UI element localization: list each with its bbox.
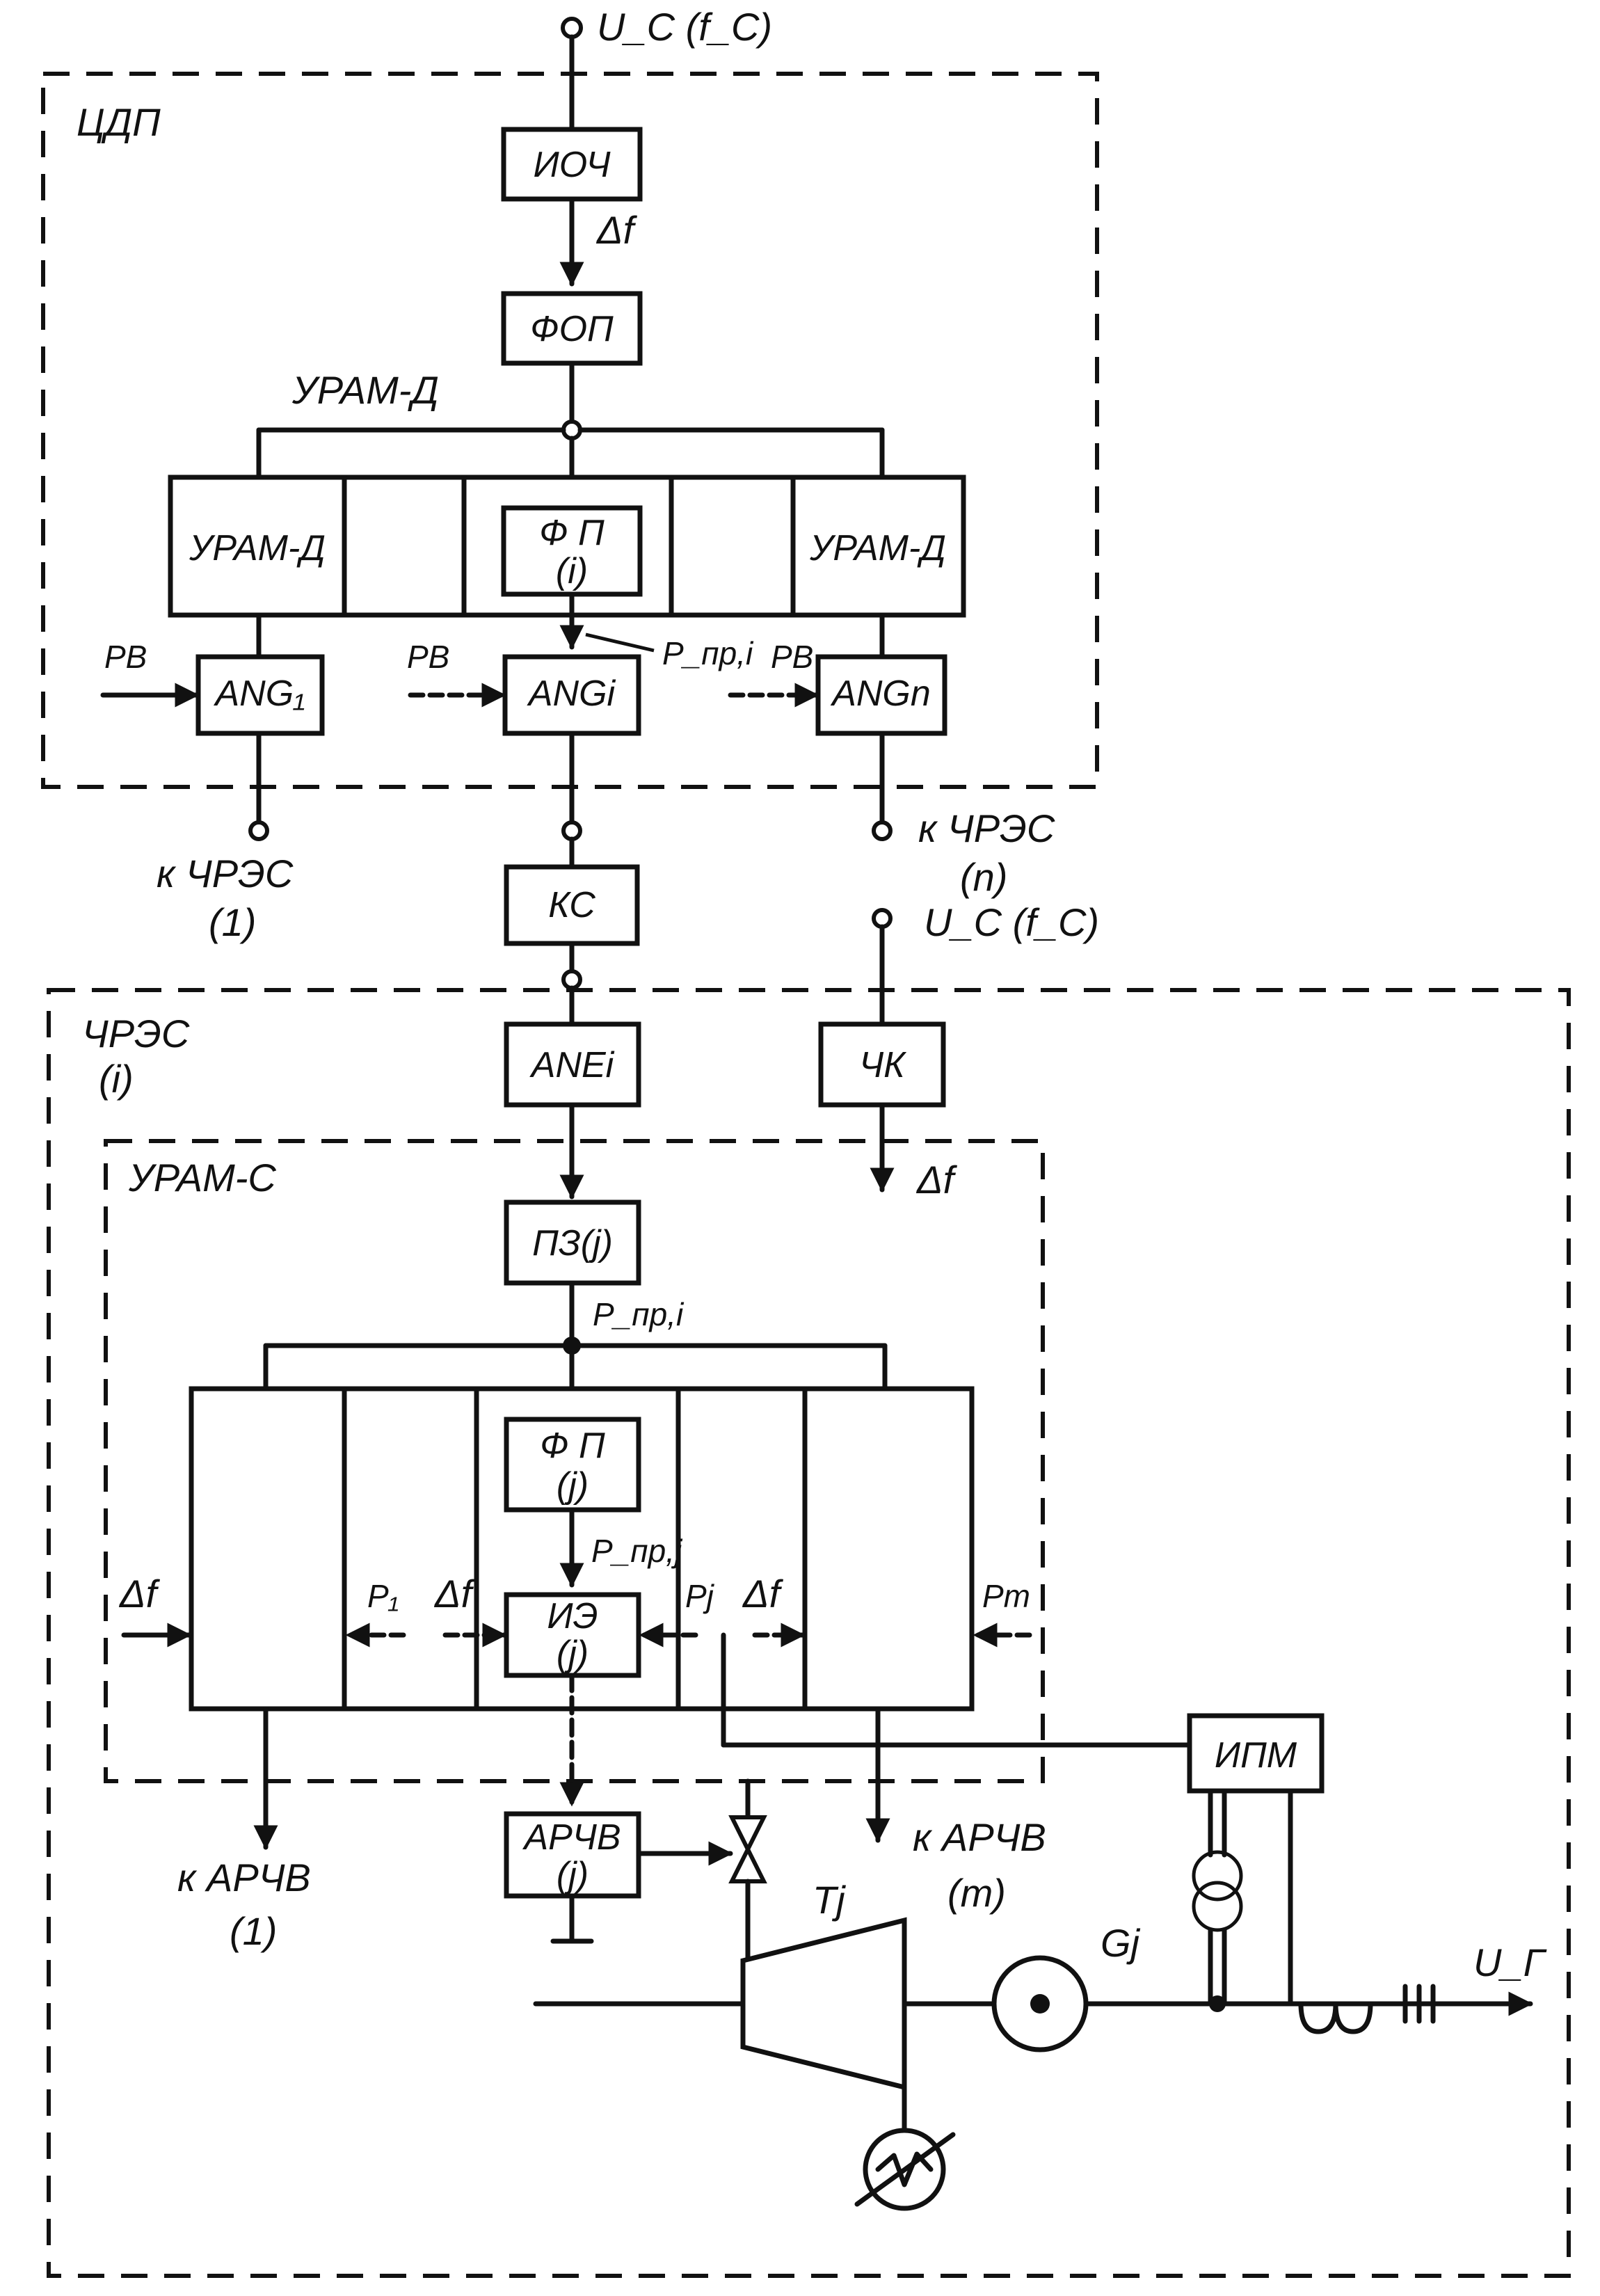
pv-i-label: РВ: [407, 639, 449, 675]
archv-j-label-line2: (j): [557, 1855, 589, 1895]
chres-label-line1: ЧРЭС: [82, 1012, 190, 1055]
archv-j-box: [504, 1811, 641, 1899]
input-terminal-mid: [872, 908, 893, 929]
ks-box: [504, 864, 640, 946]
delta-f-mid1-label: Δf: [433, 1572, 476, 1616]
p-1-label: P₁: [367, 1578, 399, 1614]
uram-d-top-label: УРАМ-Д: [291, 368, 439, 412]
ang-i-label: ANGi: [527, 673, 616, 714]
p-j-label: Pj: [685, 1578, 715, 1614]
uram-d-right-label: УРАМ-Д: [809, 528, 946, 568]
bus-node-upper: [561, 420, 582, 440]
fp-j-label-line1: Ф П: [540, 1426, 605, 1466]
instrument-transformer-upper: [1192, 1850, 1243, 1902]
chk-label: ЧК: [859, 1045, 907, 1085]
terminal-ks-in: [561, 820, 582, 841]
p-pr-i-top-label: P_пр,i: [662, 635, 754, 671]
u-g-label: U_Г: [1473, 1940, 1547, 1984]
control-valve-icon: [728, 1815, 767, 1854]
k-chres-1-line2: (1): [209, 900, 256, 944]
delta-f-left-label: Δf: [118, 1572, 161, 1616]
pv-1-label: РВ: [104, 639, 147, 675]
cdp-label: ЦДП: [77, 100, 161, 144]
delta-f-right-label: Δf: [915, 1158, 958, 1202]
pz-j-box: [504, 1199, 641, 1286]
archv-j-label-line1: АРЧВ: [522, 1817, 621, 1858]
ang-1-label: ANG₁: [213, 673, 305, 714]
iz-j-label-line1: ИЭ: [547, 1596, 598, 1636]
ang-i-box: [502, 654, 641, 736]
ipm-box: [1187, 1713, 1325, 1794]
k-chres-1-line1: к ЧРЭС: [157, 852, 294, 895]
generator-label: Gj: [1101, 1921, 1141, 1965]
k-archv-1-line1: к АРЧВ: [177, 1856, 311, 1899]
fp-i-box: [501, 505, 643, 597]
p-pr-j-label: P_пр,j: [591, 1533, 683, 1569]
input-terminal-top: [561, 17, 583, 39]
turbine-icon: [740, 1917, 907, 2091]
iz-j-label-line2: (j): [557, 1634, 589, 1674]
ang-1-box: [195, 654, 325, 736]
k-archv-m-line2: (m): [947, 1871, 1006, 1915]
uram-s-label: УРАМ-С: [128, 1156, 276, 1199]
terminal-chres-n: [872, 820, 893, 841]
p-pr-i-bus-label: P_пр,i: [593, 1296, 685, 1332]
uc-fc-top-label: U_C (f_C): [597, 5, 772, 49]
fp-j-label-line2: (j): [557, 1465, 589, 1506]
k-chres-n-line2: (n): [960, 855, 1007, 899]
terminal-ks-out: [561, 969, 582, 990]
fp-i-label-line1: Ф П: [539, 513, 605, 553]
instrument-transformer-lower: [1192, 1881, 1243, 1932]
chres-boundary: [47, 988, 1571, 2278]
ipm-label: ИПМ: [1215, 1735, 1297, 1776]
chres-label-line2: (i): [99, 1057, 134, 1101]
turbine-label: Tj: [813, 1878, 846, 1922]
pv-n-label: РВ: [771, 639, 813, 675]
ioch-label: ИОЧ: [534, 145, 611, 185]
ioch-box: [501, 127, 643, 202]
fop-label: ФОП: [530, 309, 614, 349]
delta-f-mid2-label: Δf: [742, 1572, 784, 1616]
delta-f-top-label: Δf: [595, 208, 638, 252]
ang-n-label: ANGn: [830, 673, 931, 714]
k-chres-n-line1: к ЧРЭС: [918, 806, 1055, 850]
iz-j-box: [504, 1592, 641, 1678]
uc-fc-mid-label: U_C (f_C): [924, 900, 1099, 944]
p-m-label: Pm: [982, 1578, 1030, 1614]
pz-j-label: ПЗ(j): [532, 1223, 613, 1263]
uram-d-left-label: УРАМ-Д: [189, 528, 326, 568]
k-archv-m-line1: к АРЧВ: [913, 1815, 1046, 1859]
ane-i-label: ANEi: [529, 1045, 615, 1085]
ks-label: КС: [548, 885, 595, 925]
fp-i-label-line2: (i): [556, 551, 588, 591]
k-archv-1-line2: (1): [230, 1909, 277, 1953]
current-transformer-icon: [1298, 2001, 1373, 2034]
uram-s-boundary: [104, 1139, 1045, 1783]
terminal-chres-1: [248, 820, 269, 841]
